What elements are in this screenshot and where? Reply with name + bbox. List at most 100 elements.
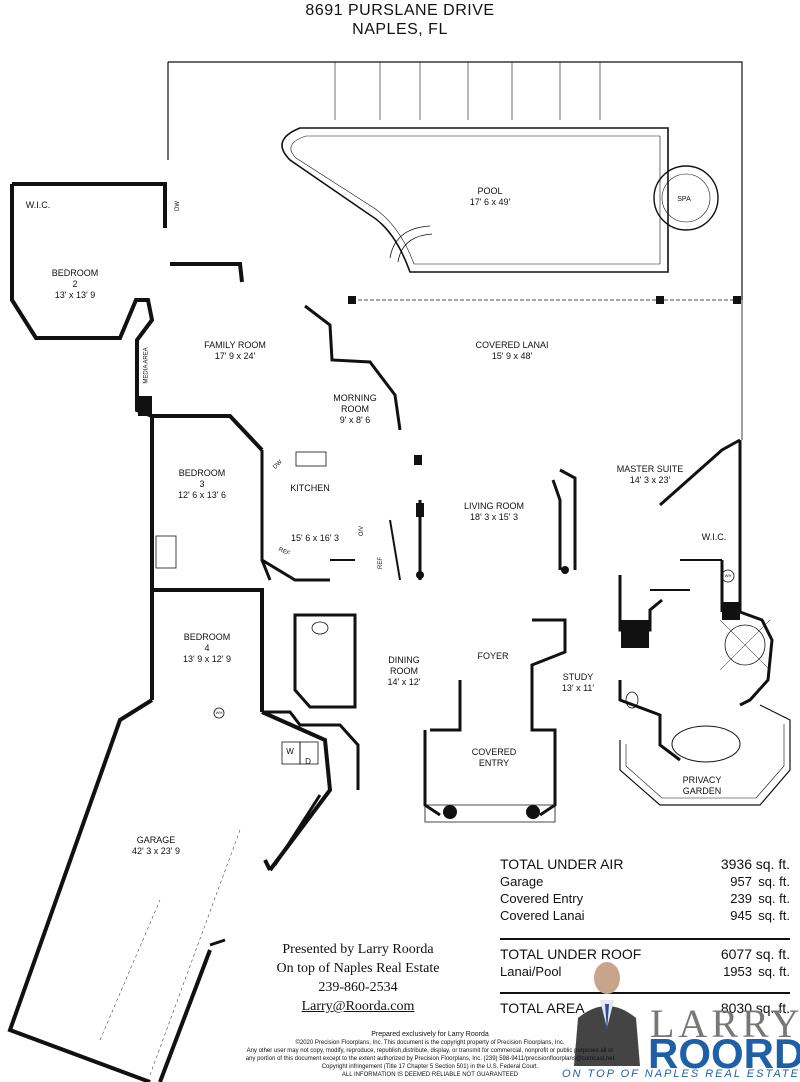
room-name-2: GARDEN bbox=[682, 786, 722, 796]
area-unit: sq. ft. bbox=[758, 874, 790, 889]
presenter-email-link[interactable]: Larry@Roorda.com bbox=[301, 999, 415, 1014]
room-covered-lanai: COVERED LANAI 15' 9 x 48' bbox=[475, 340, 548, 362]
area-row-total-under-air: TOTAL UNDER AIR 3936 sq. ft. bbox=[500, 856, 790, 873]
room-bedroom-3: BEDROOM 3 12' 6 x 13' 6 bbox=[178, 468, 226, 501]
column bbox=[621, 620, 649, 648]
exterior-walls bbox=[10, 182, 264, 700]
brand-larry: LARRY bbox=[650, 1001, 800, 1046]
area-label: TOTAL UNDER ROOF bbox=[500, 946, 642, 962]
room-dimension: 13' 9 x 12' 9 bbox=[183, 654, 231, 664]
column bbox=[414, 455, 422, 465]
room-name: MASTER SUITE bbox=[616, 464, 684, 474]
room-wic-right: W.I.C. bbox=[702, 532, 727, 543]
room-name-2: ENTRY bbox=[478, 758, 510, 768]
area-label: TOTAL AREA bbox=[500, 1000, 585, 1016]
area-unit: sq. ft. bbox=[758, 964, 790, 979]
room-name: KITCHEN bbox=[290, 483, 330, 493]
presenter-company: On top of Naples Real Estate bbox=[276, 961, 440, 976]
room-dimension: 15' 6 x 16' 3 bbox=[291, 533, 339, 543]
room-dimension: 15' 9 x 48' bbox=[491, 351, 533, 361]
area-value: 8030 bbox=[720, 1000, 752, 1016]
area-label: Lanai/Pool bbox=[500, 964, 562, 979]
room-living: LIVING ROOM 18' 3 x 15' 3 bbox=[464, 501, 524, 523]
refrigerator-label: REF bbox=[378, 557, 384, 569]
room-foyer: FOYER bbox=[477, 651, 508, 662]
area-unit: sq. ft. bbox=[755, 856, 790, 872]
room-name: LIVING ROOM bbox=[463, 501, 525, 511]
room-name: POOL bbox=[477, 186, 503, 196]
room-master: MASTER SUITE 14' 3 x 23' bbox=[617, 464, 684, 486]
room-bedroom-4: BEDROOM 4 13' 9 x 12' 9 bbox=[183, 632, 231, 665]
room-dimension: 42' 3 x 23' 9 bbox=[132, 846, 180, 856]
column bbox=[443, 805, 457, 819]
room-dimension: 9' x 8' 6 bbox=[339, 415, 371, 425]
divider bbox=[500, 992, 790, 994]
area-row-covered-entry: Covered Entry 239 sq. ft. bbox=[500, 890, 790, 907]
column bbox=[722, 602, 740, 620]
area-label: Garage bbox=[500, 874, 544, 889]
room-dimension: 12' 6 x 13' 6 bbox=[178, 490, 226, 500]
room-family: FAMILY ROOM 17' 9 x 24' bbox=[204, 340, 266, 362]
copyright-footer: Prepared exclusively for Larry Roorda ©2… bbox=[230, 1031, 630, 1079]
area-value: 1953 bbox=[723, 964, 752, 979]
room-number: 2 bbox=[72, 279, 78, 289]
room-morning: MORNING ROOM 9' x 8' 6 bbox=[333, 393, 377, 426]
washer-label: W bbox=[286, 747, 294, 756]
brand-logo: LARRY ROORDA ON TOP OF NAPLES REAL ESTAT… bbox=[560, 958, 800, 1082]
spa-shape bbox=[653, 165, 719, 231]
room-dimension: 17' 9 x 24' bbox=[214, 351, 256, 361]
water-heater-label: WH bbox=[215, 710, 223, 715]
room-dimension: 14' 3 x 23' bbox=[629, 475, 671, 485]
room-name: W.I.C. bbox=[25, 200, 51, 210]
room-garage: GARAGE 42' 3 x 23' 9 bbox=[132, 835, 180, 857]
area-label: Covered Lanai bbox=[500, 908, 585, 923]
room-dimension: 13' x 11' bbox=[561, 683, 595, 693]
address-line-1: 8691 PURSLANE DRIVE bbox=[305, 2, 495, 19]
room-name: W.I.C. bbox=[701, 532, 727, 542]
presenter-phone: 239-860-2534 bbox=[318, 980, 398, 995]
room-dimension: 13' x 13' 9 bbox=[54, 290, 96, 300]
room-media: MEDIA AREA bbox=[142, 347, 153, 383]
presenter-block: Presented by Larry Roorda On top of Napl… bbox=[258, 940, 458, 1016]
brand-tagline: ON TOP OF NAPLES REAL ESTATE bbox=[562, 1068, 800, 1080]
pool-deck-outline bbox=[167, 61, 743, 300]
column bbox=[138, 396, 152, 416]
area-row-lanai-pool: Lanai/Pool 1953 sq. ft. bbox=[500, 963, 790, 980]
room-study: STUDY 13' x 11' bbox=[562, 672, 594, 694]
pool-shape bbox=[281, 127, 669, 273]
dishwasher-label: DW bbox=[175, 201, 181, 211]
area-value: 6077 bbox=[720, 946, 752, 962]
area-row-garage: Garage 957 sq. ft. bbox=[500, 873, 790, 890]
room-name: GARAGE bbox=[136, 835, 176, 845]
room-name: PRIVACY bbox=[682, 775, 722, 785]
area-row-total-area: TOTAL AREA 8030 sq. ft. bbox=[500, 1000, 790, 1017]
room-number: 3 bbox=[199, 479, 205, 489]
footer-line: any portion of this document except to t… bbox=[245, 1056, 615, 1062]
footer-line: ©2020 Precision Floorplans, Inc. This do… bbox=[295, 1040, 565, 1046]
room-name: FOYER bbox=[477, 651, 509, 661]
room-bedroom-2: BEDROOM 2 13' x 13' 9 bbox=[52, 268, 99, 301]
presenter-line: Presented by Larry Roorda bbox=[282, 942, 434, 957]
room-name: MORNING bbox=[333, 393, 377, 403]
footer-line: Copyright infringement (Title 17 Chapter… bbox=[321, 1064, 539, 1070]
room-name: STUDY bbox=[562, 672, 594, 682]
room-wic-left: W.I.C. bbox=[26, 200, 51, 211]
water-heater-label: WH bbox=[724, 573, 732, 578]
dryer-label: D bbox=[305, 757, 311, 766]
room-pool: POOL 17' 6 x 49' bbox=[470, 186, 510, 208]
room-covered-entry: COVERED ENTRY bbox=[472, 747, 517, 769]
room-privacy-garden: PRIVACY GARDEN bbox=[683, 775, 722, 797]
footer-line: ALL INFORMATION IS DEEMED RELIABLE NOT G… bbox=[341, 1072, 519, 1078]
area-label: Covered Entry bbox=[500, 891, 584, 906]
room-name-2: ROOM bbox=[341, 404, 369, 414]
room-name-2: ROOM bbox=[390, 666, 418, 676]
room-name: BEDROOM bbox=[51, 268, 99, 278]
area-value: 945 bbox=[730, 908, 752, 923]
column bbox=[348, 296, 356, 304]
room-name: BEDROOM bbox=[178, 468, 226, 478]
area-value: 957 bbox=[730, 874, 752, 889]
room-number: 4 bbox=[204, 643, 210, 653]
column bbox=[526, 805, 540, 819]
room-dimension: 17' 6 x 49' bbox=[469, 197, 511, 207]
